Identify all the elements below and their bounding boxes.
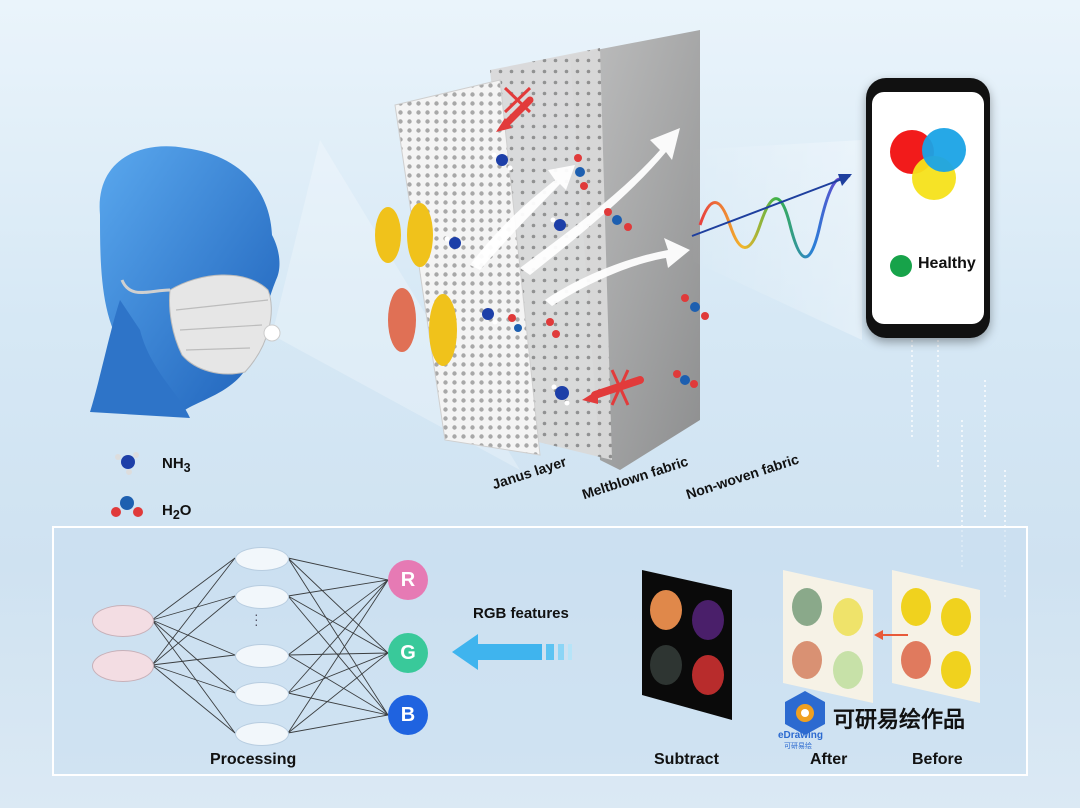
subtract-label: Subtract bbox=[654, 751, 719, 769]
output-node-r: R bbox=[388, 560, 428, 600]
features-arrow bbox=[452, 630, 582, 674]
hidden-node bbox=[235, 585, 289, 609]
input-node bbox=[92, 605, 154, 637]
watermark-text: 可研易绘作品 bbox=[833, 702, 965, 734]
subtract-panel bbox=[632, 565, 742, 725]
hidden-node bbox=[235, 722, 289, 746]
before-after-arrow bbox=[872, 625, 912, 645]
logo-text: eDrawing bbox=[778, 730, 823, 741]
hidden-node bbox=[235, 644, 289, 668]
processing-label: Processing bbox=[210, 751, 296, 769]
output-node-g: G bbox=[388, 633, 428, 673]
hidden-node bbox=[235, 682, 289, 706]
output-node-b: B bbox=[388, 695, 428, 735]
input-node bbox=[92, 650, 154, 682]
before-label: Before bbox=[912, 751, 963, 769]
logo-subtext: 可研易绘 bbox=[784, 741, 812, 751]
rgb-features-label: RGB features bbox=[473, 605, 569, 622]
hidden-node bbox=[235, 547, 289, 571]
after-panel bbox=[775, 565, 885, 705]
after-label: After bbox=[810, 751, 847, 769]
ellipsis-dots: ··· bbox=[254, 612, 259, 627]
